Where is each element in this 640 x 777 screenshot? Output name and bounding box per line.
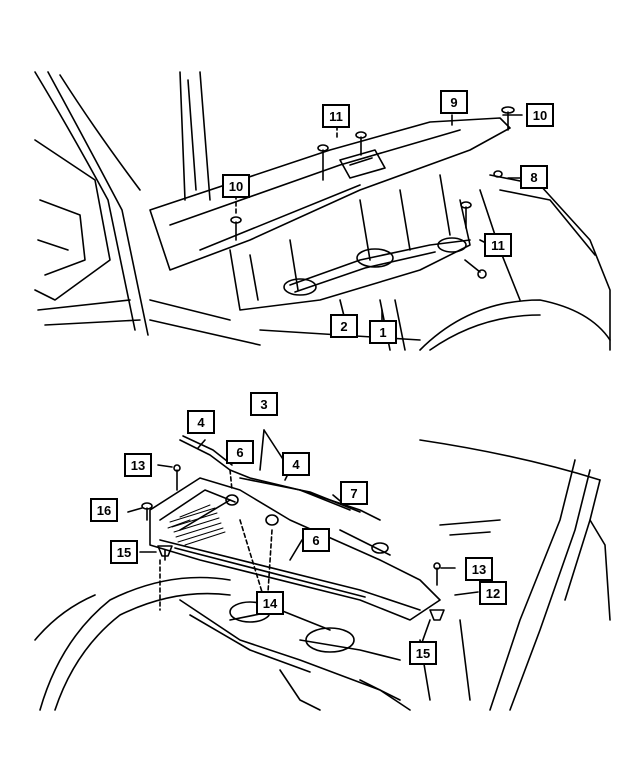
callout-4-b: 4 [282, 452, 310, 476]
callout-7: 7 [340, 481, 368, 505]
callout-16: 16 [90, 498, 118, 522]
callout-13-b: 13 [465, 557, 493, 581]
callout-10-a: 10 [526, 103, 554, 127]
callout-6-a: 6 [226, 440, 254, 464]
callout-9: 9 [440, 90, 468, 114]
callout-8: 8 [520, 165, 548, 189]
callout-11-a: 11 [322, 104, 350, 128]
top-view-illustration [29, 69, 611, 351]
callout-2: 2 [330, 314, 358, 338]
callout-10-b: 10 [222, 174, 250, 198]
callout-15-b: 15 [409, 641, 437, 665]
callout-6-b: 6 [302, 528, 330, 552]
callout-12: 12 [479, 581, 507, 605]
callout-14: 14 [256, 591, 284, 615]
callout-3: 3 [250, 392, 278, 416]
callout-13-a: 13 [124, 453, 152, 477]
callout-11-b: 11 [484, 233, 512, 257]
callout-4-a: 4 [187, 410, 215, 434]
bottom-view-illustration [34, 429, 611, 711]
callout-15-a: 15 [110, 540, 138, 564]
callout-1: 1 [369, 320, 397, 344]
